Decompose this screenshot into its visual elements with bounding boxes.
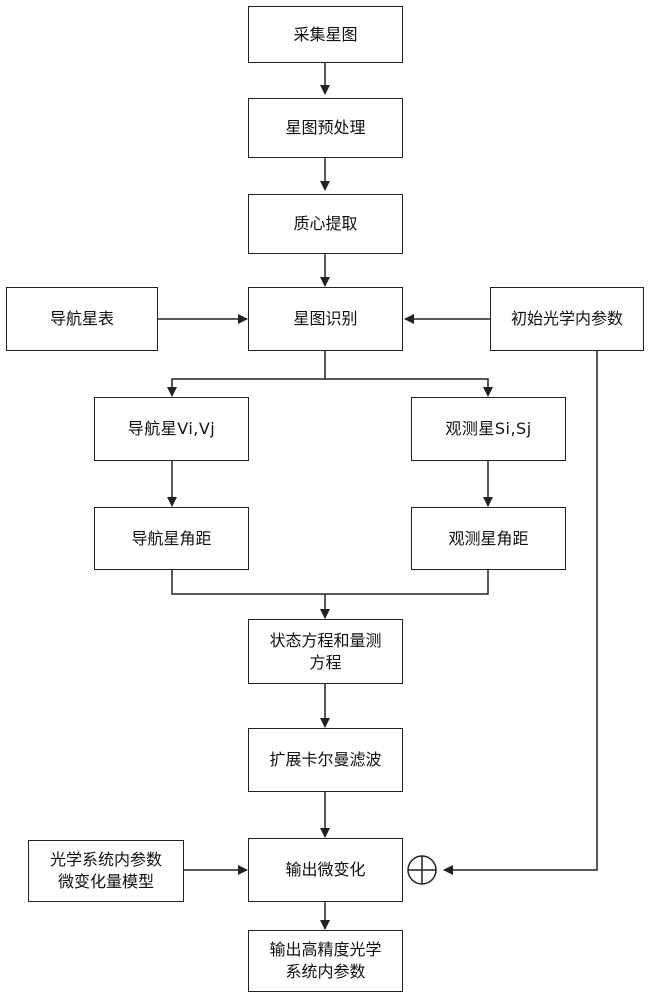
output-micro-change-box: 输出微变化 — [248, 838, 403, 902]
final-output-label-line1: 输出高精度光学 — [269, 939, 381, 961]
connector-angles-merge — [172, 570, 488, 594]
centroid-label: 质心提取 — [293, 213, 357, 235]
ekf-label: 扩展卡尔曼滤波 — [269, 749, 381, 771]
sum-junction-icon — [408, 856, 436, 884]
obs-star-angle-label: 观测星角距 — [448, 528, 528, 550]
star-identification-label: 星图识别 — [293, 308, 357, 330]
micro-change-model-label-line1: 光学系统内参数 — [50, 849, 162, 871]
initial-params-label: 初始光学内参数 — [511, 308, 623, 330]
ekf-box: 扩展卡尔曼滤波 — [248, 728, 403, 792]
nav-stars-label: 导航星Vi,Vj — [128, 418, 216, 440]
state-equation-label-line1: 状态方程和量测 — [269, 630, 381, 652]
output-micro-change-label: 输出微变化 — [285, 859, 365, 881]
collect-star-image-label: 采集星图 — [293, 24, 357, 46]
arrow-identify-to-obsstars — [325, 379, 488, 396]
nav-stars-box: 导航星Vi,Vj — [94, 397, 249, 461]
state-equation-label-line2: 方程 — [309, 652, 341, 674]
obs-star-angle-box: 观测星角距 — [411, 507, 566, 570]
centroid-box: 质心提取 — [248, 194, 403, 254]
preprocess-box: 星图预处理 — [248, 98, 403, 158]
obs-stars-box: 观测星Si,Sj — [411, 397, 566, 461]
state-equation-box: 状态方程和量测 方程 — [248, 619, 403, 684]
preprocess-label: 星图预处理 — [285, 117, 365, 139]
nav-star-angle-label: 导航星角距 — [131, 528, 211, 550]
obs-stars-label: 观测星Si,Sj — [445, 418, 531, 440]
micro-change-model-label-line2: 微变化量模型 — [58, 871, 154, 893]
micro-change-model-box: 光学系统内参数 微变化量模型 — [28, 840, 184, 902]
arrow-identify-to-navstars — [172, 351, 325, 396]
final-output-label-line2: 系统内参数 — [285, 961, 365, 983]
collect-star-image-box: 采集星图 — [248, 6, 403, 63]
final-output-box: 输出高精度光学 系统内参数 — [248, 930, 403, 992]
nav-star-angle-box: 导航星角距 — [94, 507, 249, 570]
nav-star-table-box: 导航星表 — [6, 287, 158, 351]
nav-star-table-label: 导航星表 — [50, 308, 114, 330]
star-identification-box: 星图识别 — [248, 287, 403, 351]
initial-params-box: 初始光学内参数 — [490, 287, 644, 351]
